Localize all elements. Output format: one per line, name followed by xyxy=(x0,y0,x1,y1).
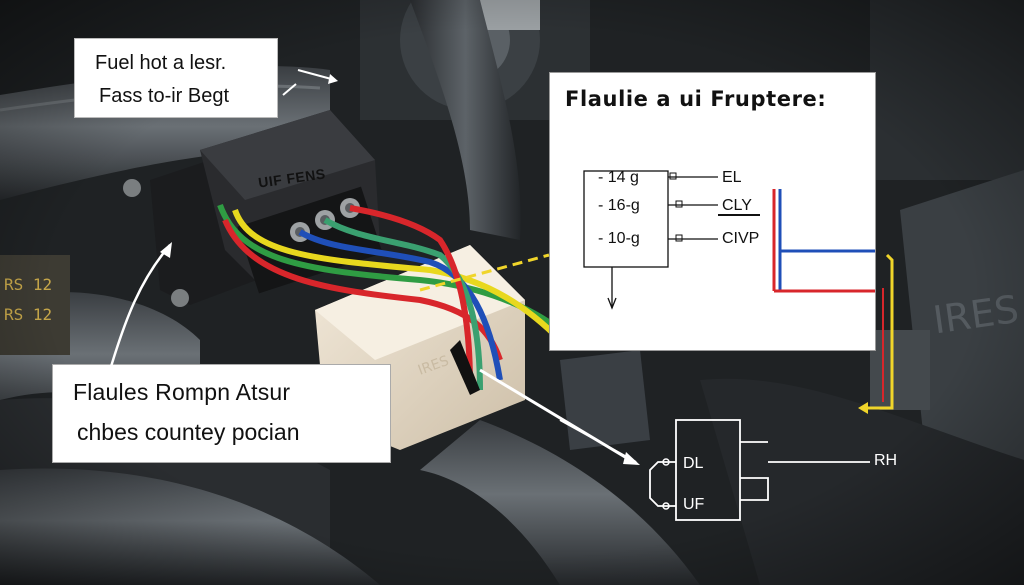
schematic-lines xyxy=(583,170,875,310)
relay-diagram-output-label: RH xyxy=(874,452,898,469)
schematic-panel: Flaulie a ui Fruptere: - 14 g EL - 16-g … xyxy=(549,72,876,351)
schematic-row-1-left: - 14 g xyxy=(598,169,639,186)
flaules-callout-box: Flaules Rompn Atsur chbes countey pocian xyxy=(52,364,391,463)
flaules-callout-line2: chbes countey pocian xyxy=(77,419,300,445)
fuel-callout-line2: Fass to-ir Begt xyxy=(99,85,230,107)
relay-diagram-bottom-label: UF xyxy=(683,496,705,513)
schematic-row-2-left: - 16-g xyxy=(598,197,640,214)
fuel-callout-line1: Fuel hot a lesr. xyxy=(95,52,227,74)
schematic-row-1-right: EL xyxy=(722,169,742,186)
fuel-callout-box: Fuel hot a lesr. Fass to-ir Begt xyxy=(74,38,278,118)
schematic-row-3-left: - 10-g xyxy=(598,230,640,247)
schematic-row-3-right: CIVP xyxy=(722,230,760,247)
relay-diagram-top-label: DL xyxy=(683,455,704,472)
schematic-title: Flaulie a ui Fruptere: xyxy=(565,87,827,111)
schematic-row-2-right: CLY xyxy=(722,197,752,214)
flaules-callout-line1: Flaules Rompn Atsur xyxy=(73,379,291,405)
